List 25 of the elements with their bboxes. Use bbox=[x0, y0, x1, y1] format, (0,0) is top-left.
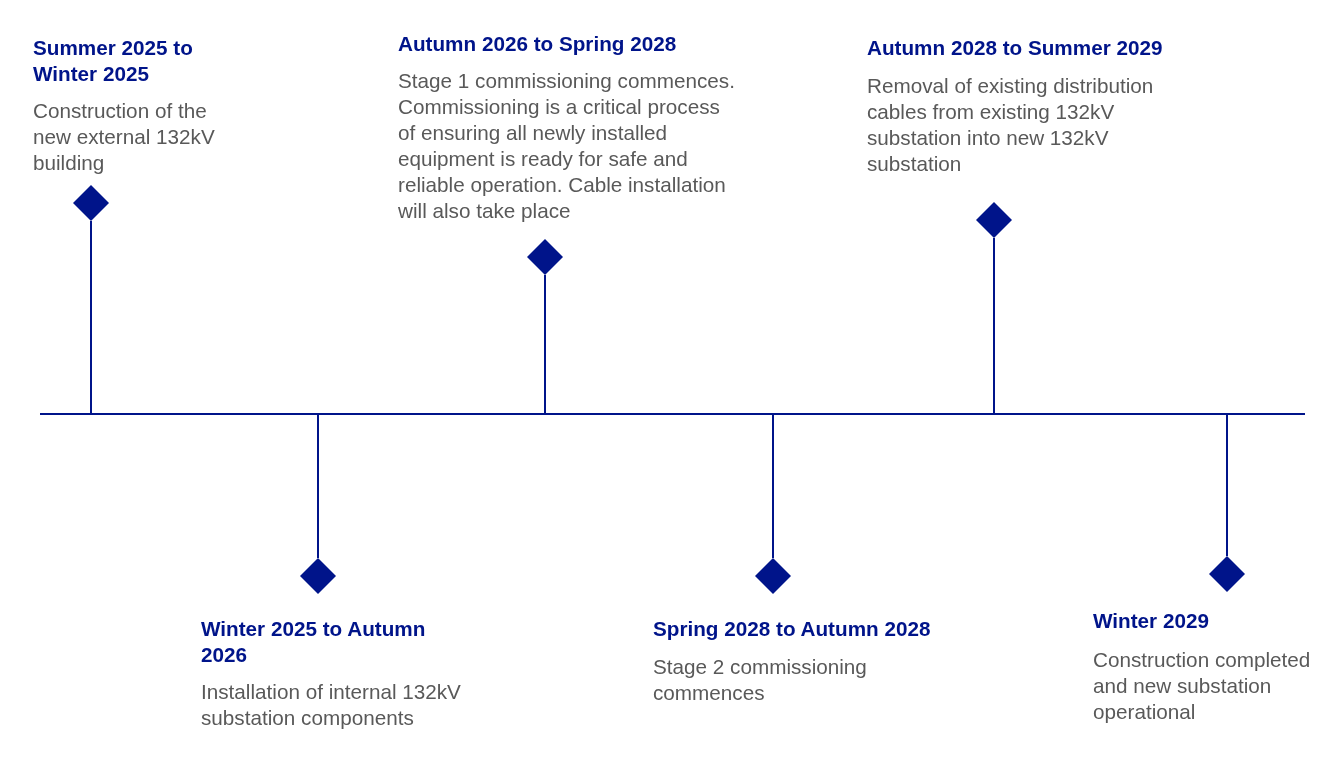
milestone-description: Construction of the new external 132kV building bbox=[33, 98, 216, 176]
milestone-description: Installation of internal 132kV substation components bbox=[201, 679, 462, 731]
stem-line bbox=[317, 414, 319, 559]
milestone-date: Autumn 2028 to Summer 2029 bbox=[867, 35, 1164, 61]
milestone-description: Stage 2 commissioning commences bbox=[653, 654, 868, 706]
stem-line bbox=[1226, 414, 1228, 557]
stem-line bbox=[544, 274, 546, 414]
milestone-date: Spring 2028 to Autumn 2028 bbox=[653, 616, 932, 642]
milestone-description: Stage 1 commissioning commences. Commissioning is a critical process of ensuring all newly installed equipment is ready for safe and reliable operation. Cable installation will also take place bbox=[398, 68, 736, 224]
diamond-marker bbox=[73, 185, 109, 221]
timeline-axis bbox=[40, 413, 1305, 415]
milestone-date: Autumn 2026 to Spring 2028 bbox=[398, 31, 678, 57]
stem-line bbox=[90, 220, 92, 414]
diamond-marker bbox=[1209, 556, 1245, 592]
milestone-date: Winter 2029 bbox=[1093, 608, 1210, 634]
stem-line bbox=[993, 237, 995, 414]
milestone-description: Construction completed and new substation operational bbox=[1093, 647, 1312, 725]
stem-line bbox=[772, 414, 774, 559]
milestone-date: Winter 2025 to Autumn 2026 bbox=[201, 616, 427, 668]
diamond-marker bbox=[300, 558, 336, 594]
diamond-marker bbox=[755, 558, 791, 594]
milestone-description: Removal of existing distribution cables from existing 132kV substation into new 132kV substation bbox=[867, 73, 1155, 177]
diamond-marker bbox=[527, 239, 563, 275]
milestone-date: Summer 2025 to Winter 2025 bbox=[33, 35, 194, 87]
diamond-marker bbox=[976, 202, 1012, 238]
